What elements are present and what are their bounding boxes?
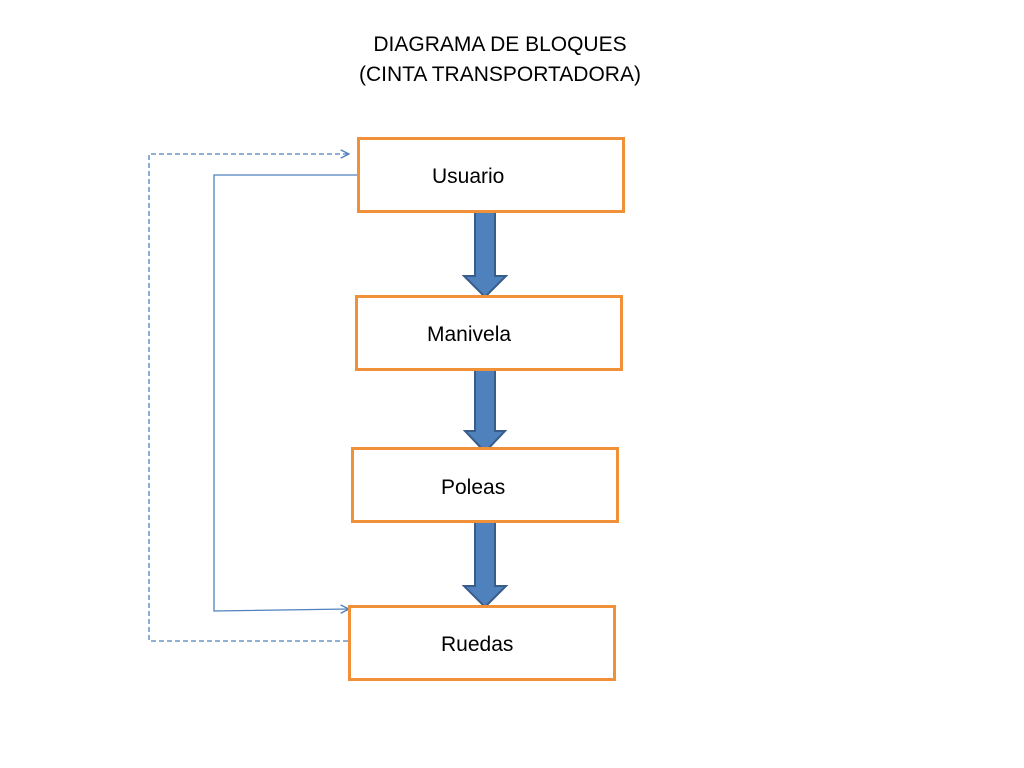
block-usuario: Usuario bbox=[357, 137, 625, 213]
diagram-subtitle: (CINTA TRANSPORTADORA) bbox=[359, 63, 641, 86]
block-poleas: Poleas bbox=[351, 447, 619, 523]
flow-arrow-manivela-poleas bbox=[462, 368, 508, 454]
dashed-feedback-connector bbox=[148, 154, 349, 642]
diagram-title: DIAGRAMA DE BLOQUES bbox=[373, 33, 627, 56]
block-manivela: Manivela bbox=[355, 295, 623, 371]
block-label: Poleas bbox=[441, 476, 506, 499]
block-label: Usuario bbox=[432, 165, 505, 188]
block-label: Ruedas bbox=[441, 633, 514, 656]
flow-arrow-poleas-ruedas bbox=[461, 520, 509, 609]
flow-arrow-usuario-manivela bbox=[461, 210, 509, 299]
block-ruedas: Ruedas bbox=[348, 605, 616, 681]
block-label: Manivela bbox=[427, 323, 512, 346]
solid-feedback-connector bbox=[213, 174, 357, 611]
